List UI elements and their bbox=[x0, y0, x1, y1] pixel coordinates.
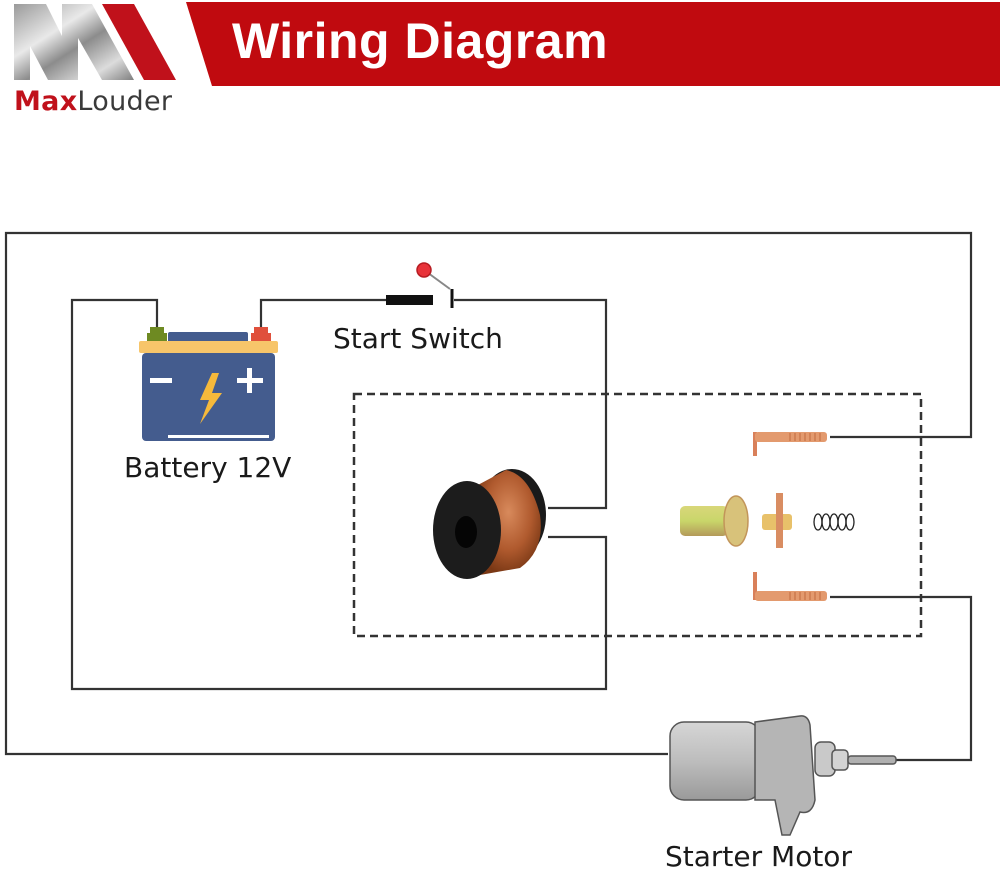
spring-icon bbox=[813, 513, 855, 531]
wire-contact-to-motor bbox=[830, 595, 973, 762]
wires bbox=[4, 231, 973, 762]
battery-label: Battery 12V bbox=[124, 451, 292, 484]
wire-outer-loop bbox=[4, 231, 973, 756]
wire-battery-neg-to-coil bbox=[70, 298, 608, 691]
switch-contact-bar bbox=[386, 295, 433, 305]
solenoid-contact-bolt-bottom bbox=[753, 572, 827, 601]
wire-battery-pos-to-switch bbox=[259, 298, 388, 328]
plunger-icon bbox=[680, 495, 749, 547]
solenoid-contact-bolt-top bbox=[753, 432, 827, 456]
solenoid-boundary bbox=[352, 392, 923, 638]
coil-spool-icon bbox=[433, 469, 546, 579]
brand-logo-text: MaxLouder bbox=[14, 86, 172, 117]
starter-motor-label: Starter Motor bbox=[665, 840, 852, 873]
starter-motor-icon bbox=[669, 715, 897, 836]
logo-mark bbox=[14, 4, 176, 80]
page-title: Wiring Diagram bbox=[232, 13, 609, 69]
battery-icon bbox=[139, 327, 278, 441]
bolt-icon bbox=[200, 373, 222, 424]
title-banner bbox=[186, 2, 1000, 86]
wire-switch-to-coil bbox=[454, 298, 608, 510]
contact-disc-icon bbox=[762, 493, 792, 548]
brand-prefix: Max bbox=[14, 86, 78, 117]
start-switch-label: Start Switch bbox=[333, 322, 503, 355]
brand-suffix: Louder bbox=[77, 86, 173, 117]
start-switch[interactable] bbox=[386, 262, 454, 308]
switch-knob-icon bbox=[416, 262, 432, 278]
